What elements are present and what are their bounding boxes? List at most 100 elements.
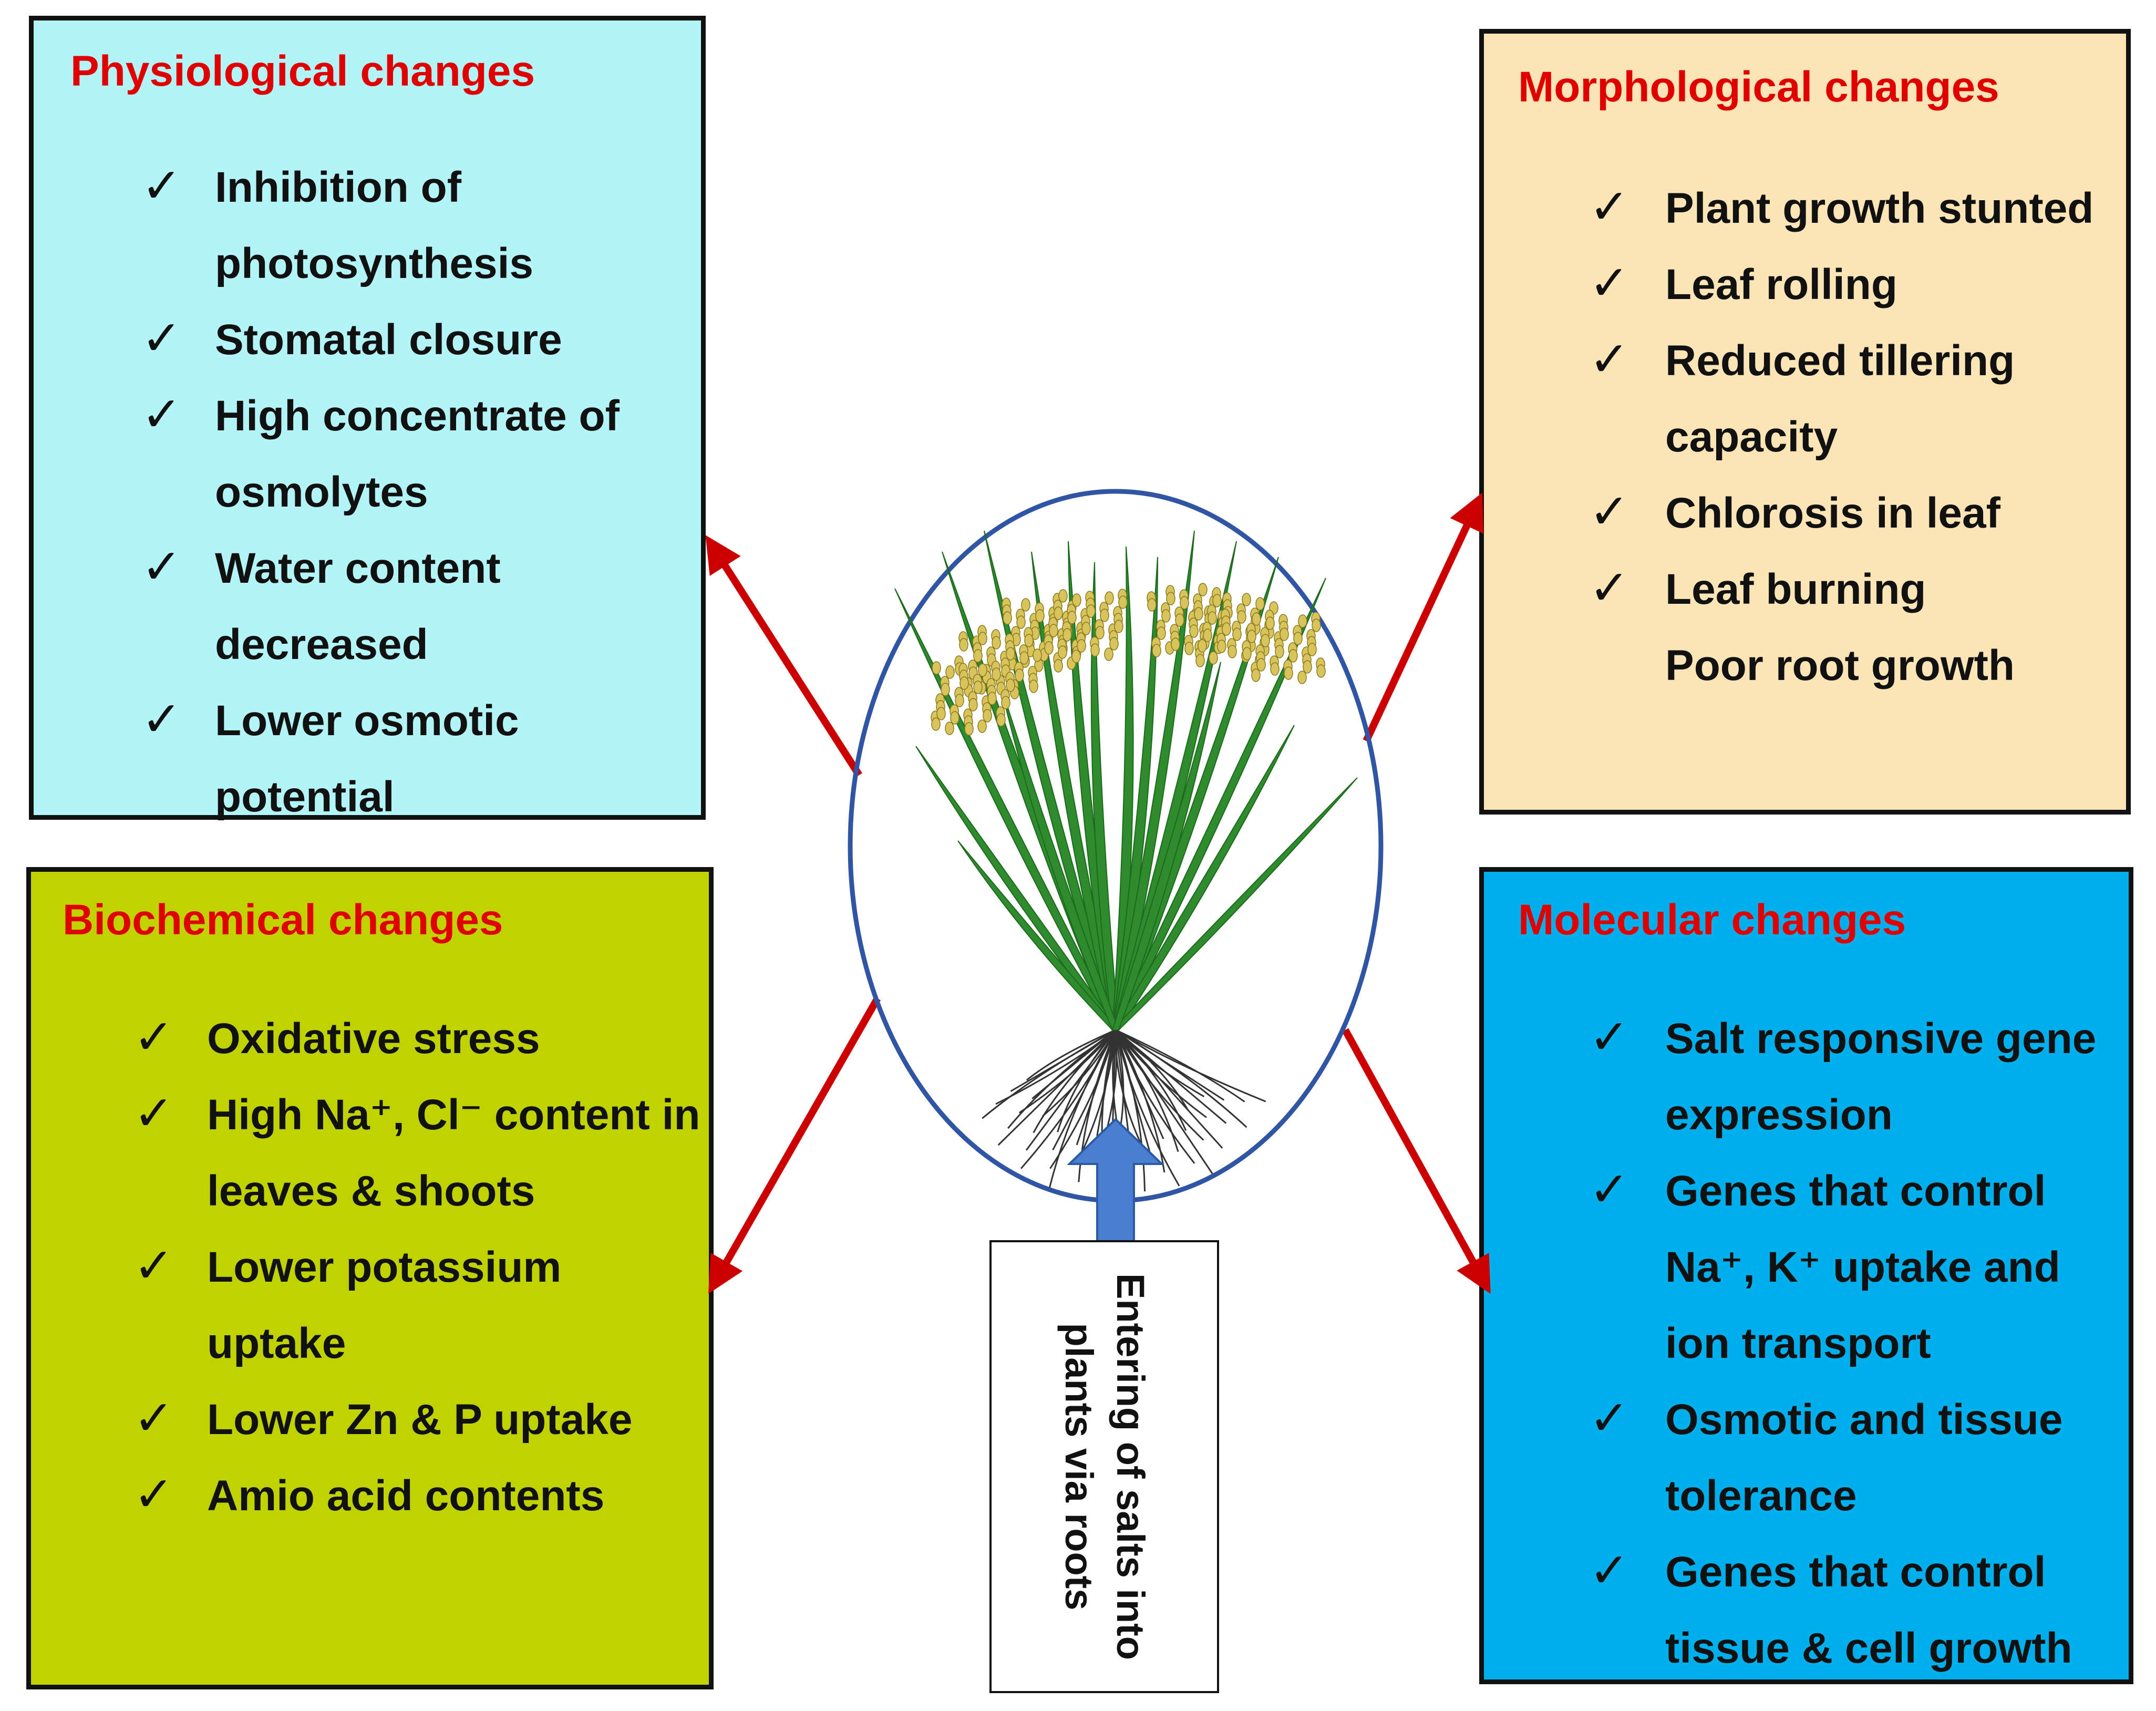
grain <box>1072 593 1081 607</box>
grain <box>1077 639 1086 653</box>
grain <box>945 721 954 735</box>
root-strand <box>1057 1029 1117 1132</box>
list-item-text: Poor root growth <box>1665 642 2015 689</box>
grain <box>1280 627 1289 641</box>
checkmark-icon: ✓ <box>1589 333 1630 386</box>
grain <box>996 713 1006 727</box>
grain <box>1024 634 1034 647</box>
grain <box>1058 645 1067 659</box>
root-strand <box>1115 1029 1141 1143</box>
grain <box>973 681 983 694</box>
checkmark-icon: ✓ <box>133 1087 174 1140</box>
list-item-text: tolerance <box>1665 1472 1857 1520</box>
arrow-to-biochemical <box>708 996 881 1294</box>
up-arrow-icon <box>1067 1118 1164 1246</box>
list-item-text: tissue & cell growth <box>1665 1624 2072 1672</box>
list-item-text: Water content <box>215 544 501 592</box>
root-strand <box>1026 1029 1116 1081</box>
checkmark-icon: ✓ <box>1589 1544 1630 1597</box>
grain <box>1058 589 1068 603</box>
list-item-text: Oxidative stress <box>207 1015 540 1063</box>
root-strand <box>1033 1029 1117 1133</box>
list-item-text: uptake <box>207 1320 346 1367</box>
root-strand <box>1115 1029 1225 1101</box>
grain <box>1016 615 1026 629</box>
list-item-text: photosynthesis <box>215 240 533 287</box>
biochemical-changes-list: ✓ Oxidative stress ✓High Na⁺, Cl⁻ content … <box>31 1001 709 1534</box>
grain <box>1297 671 1307 684</box>
checkmark-icon: ✓ <box>1589 1392 1630 1445</box>
grain <box>1307 643 1317 656</box>
morphological-changes-panel: Morphological changes ✓Plant growth stun… <box>1479 29 2131 815</box>
list-item: ✓Plant growth stunted <box>1484 170 2126 246</box>
list-item: ✓ Lower osmotic potential <box>34 683 701 835</box>
list-item: ✓ Reduced tillering capacity <box>1484 323 2126 475</box>
root-strand <box>1115 1029 1245 1102</box>
list-item-text: potential <box>215 773 395 821</box>
grain <box>950 711 960 725</box>
grain <box>1067 611 1077 624</box>
grain <box>1203 628 1212 642</box>
leaf-blade <box>1031 551 1120 1030</box>
grain <box>1001 696 1010 709</box>
grain <box>1086 604 1096 618</box>
grain <box>1252 612 1261 626</box>
root-strand <box>1115 1029 1205 1098</box>
grain <box>1081 622 1091 635</box>
checkmark-icon: ✓ <box>1589 561 1630 615</box>
grain <box>1071 650 1081 663</box>
list-item-text: Lower potassium <box>207 1243 562 1291</box>
grain <box>1152 644 1161 657</box>
leaf-blade <box>1111 530 1195 1030</box>
root-strand <box>1007 1029 1116 1129</box>
list-item-text: capacity <box>1665 413 1838 461</box>
grain <box>955 694 964 707</box>
list-item-text: Leaf rolling <box>1665 261 1897 308</box>
grain <box>978 663 987 677</box>
leaf-blade <box>1111 777 1358 1030</box>
grain <box>1090 643 1100 657</box>
grain <box>1217 640 1226 653</box>
grain <box>978 632 987 645</box>
list-item: ✓Lower Zn & P uptake <box>31 1382 709 1458</box>
grain <box>1015 668 1024 682</box>
list-item-text: Lower osmotic <box>215 697 519 745</box>
grain <box>1242 593 1251 606</box>
grain <box>1256 658 1266 672</box>
list-item-text: Stomatal closure <box>215 316 562 364</box>
root-strand <box>982 1029 1116 1119</box>
checkmark-icon: ✓ <box>1589 1011 1630 1064</box>
plant-leaves <box>894 530 1358 1030</box>
arrow-to-physiological <box>705 535 862 777</box>
up-arrow-shape <box>1067 1118 1164 1246</box>
checkmark-icon: ✓ <box>141 159 182 213</box>
list-item-text: Amio acid contents <box>207 1472 605 1520</box>
list-item-text: Reduced tillering <box>1665 337 2015 385</box>
grain <box>1284 666 1293 680</box>
grain <box>977 719 987 733</box>
grain <box>1189 624 1199 638</box>
checkmark-icon: ✓ <box>1589 1163 1630 1217</box>
grain <box>1312 619 1321 632</box>
grain <box>1044 641 1054 655</box>
grain <box>1171 637 1180 651</box>
checkmark-icon: ✓ <box>141 693 182 746</box>
grain <box>992 667 1001 681</box>
grain <box>945 665 955 679</box>
checkmark-icon: ✓ <box>141 540 182 594</box>
list-item-text: leaves & shoots <box>207 1167 535 1215</box>
list-item-text: Lower Zn & P uptake <box>207 1396 633 1444</box>
morphological-changes-list: ✓Plant growth stunted ✓ Leaf rolling ✓ Reduc… <box>1484 170 2126 704</box>
grain <box>1161 609 1171 623</box>
list-item-text: Leaf burning <box>1665 565 1926 613</box>
arrow-to-molecular <box>1342 1028 1491 1294</box>
grain <box>992 636 1001 650</box>
grain <box>987 692 997 705</box>
grain <box>1114 620 1123 633</box>
